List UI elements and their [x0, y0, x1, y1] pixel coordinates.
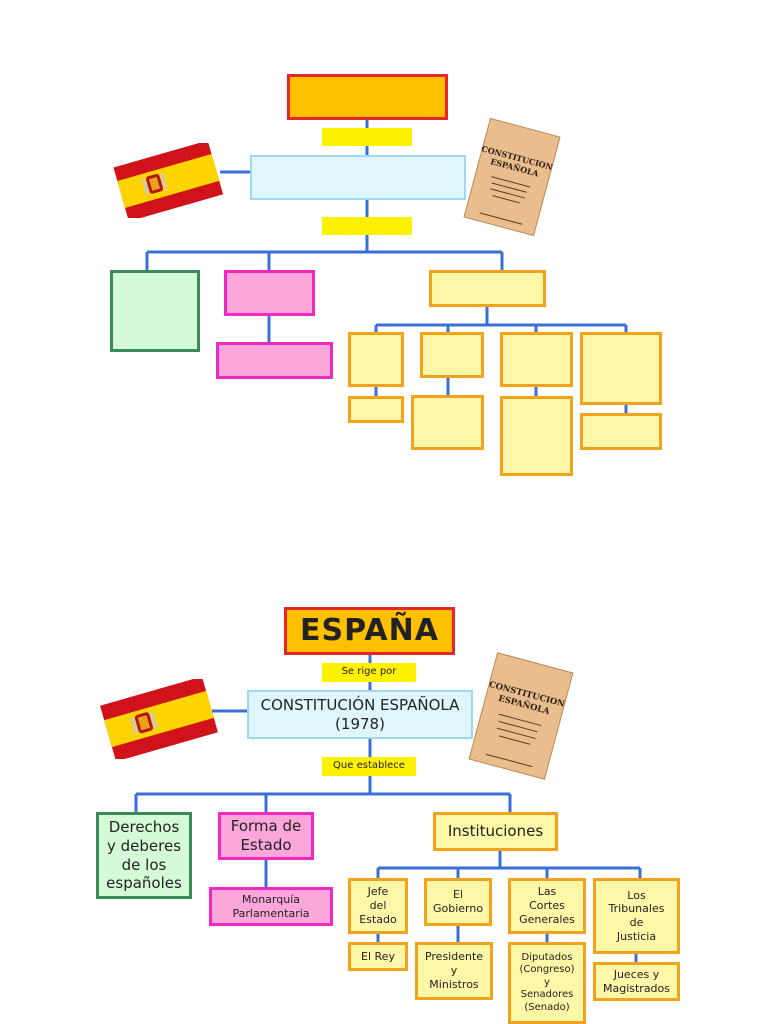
blank-institutions-box — [429, 270, 546, 307]
connector-lines — [134, 655, 642, 962]
constitution-book-icon: CONSTITUCION ESPAÑOLA — [465, 652, 577, 780]
title-box: ESPAÑA — [284, 607, 455, 655]
judges-box: Jueces y Magistrados — [593, 962, 680, 1001]
blank-deputies-box — [500, 396, 573, 476]
institutions-box: Instituciones — [433, 812, 558, 851]
spain-flag-icon — [100, 676, 218, 762]
cortes-box: Las Cortes Generales — [508, 878, 586, 934]
blank-president-box — [411, 395, 484, 450]
blank-connector-top — [322, 128, 412, 146]
blank-constitution-box — [250, 155, 466, 200]
blank-state-form-box — [224, 270, 315, 316]
rights-box: Derechos y deberes de los españoles — [96, 812, 192, 899]
blank-king-box — [348, 396, 404, 423]
constitution-book-icon: CONSTITUCION ESPAÑOLA — [460, 117, 564, 237]
state-form-box: Forma de Estado — [218, 812, 314, 860]
monarchy-box: Monarquía Parlamentaria — [209, 887, 333, 926]
blank-rights-box — [110, 270, 200, 352]
filled-concept-map: ESPAÑA Se rige por CONSTITUCIÓN ESPAÑOLA… — [0, 512, 768, 1024]
connector-lines — [145, 120, 628, 413]
blank-connector-mid — [322, 217, 412, 235]
connector-label-mid: Que establece — [322, 757, 416, 776]
blank-monarchy-box — [216, 342, 333, 379]
blank-government-box — [420, 332, 484, 378]
connector-label-top: Se rige por — [322, 663, 416, 682]
blank-courts-box — [580, 332, 662, 405]
constitution-box: CONSTITUCIÓN ESPAÑOLA (1978) — [247, 690, 473, 739]
government-box: El Gobierno — [424, 878, 492, 926]
blank-title-box — [287, 74, 448, 120]
president-box: Presidente y Ministros — [415, 942, 493, 1000]
courts-box: Los Tribunales de Justicia — [593, 878, 680, 954]
deputies-box: Diputados (Congreso) y Senadores (Senado… — [508, 942, 586, 1024]
head-of-state-box: Jefe del Estado — [348, 878, 408, 934]
spain-flag-icon — [113, 140, 224, 222]
blank-judges-box — [580, 413, 662, 450]
king-box: El Rey — [348, 942, 408, 971]
blank-concept-map: CONSTITUCION ESPAÑOLA — [110, 74, 662, 476]
blank-cortes-box — [500, 332, 573, 387]
blank-head-of-state-box — [348, 332, 404, 387]
